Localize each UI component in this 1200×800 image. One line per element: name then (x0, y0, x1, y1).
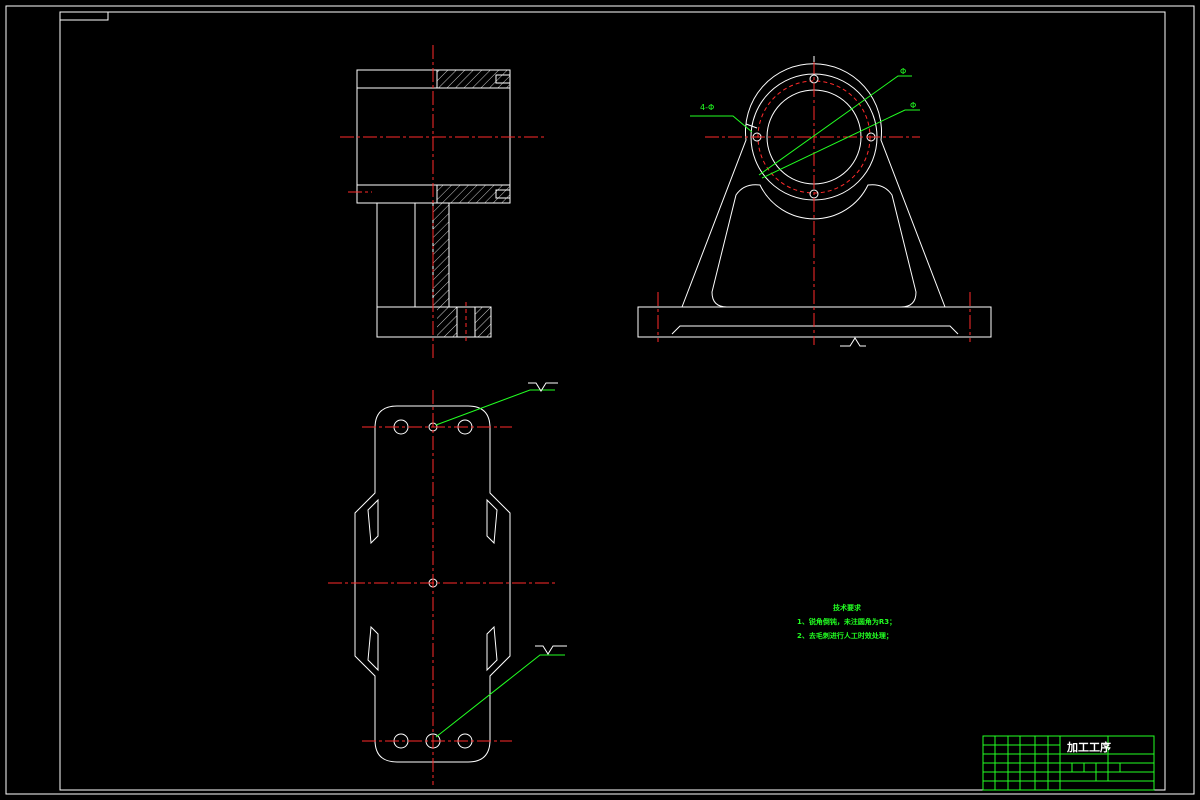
svg-text:4-Φ: 4-Φ (700, 103, 714, 112)
svg-text:Φ: Φ (910, 101, 916, 110)
svg-text:Φ: Φ (900, 67, 906, 76)
drawing-frame (5, 5, 1195, 795)
note-item-2: 2、去毛刺进行人工时效处理； (797, 631, 893, 640)
top-view (328, 382, 567, 785)
side-view: 4-Φ Φ Φ (637, 56, 992, 347)
drawing-name: 加工工序 (1066, 740, 1111, 754)
title-block: 加工工序 (982, 735, 1155, 791)
notes-heading: 技术要求 (833, 603, 862, 612)
frame-corner-tag (59, 11, 109, 21)
technical-notes: 技术要求 1、锐角倒钝，未注圆角为R3； 2、去毛刺进行人工时效处理； (797, 603, 896, 640)
front-section-view (340, 45, 545, 360)
note-item-1: 1、锐角倒钝，未注圆角为R3； (797, 617, 896, 626)
